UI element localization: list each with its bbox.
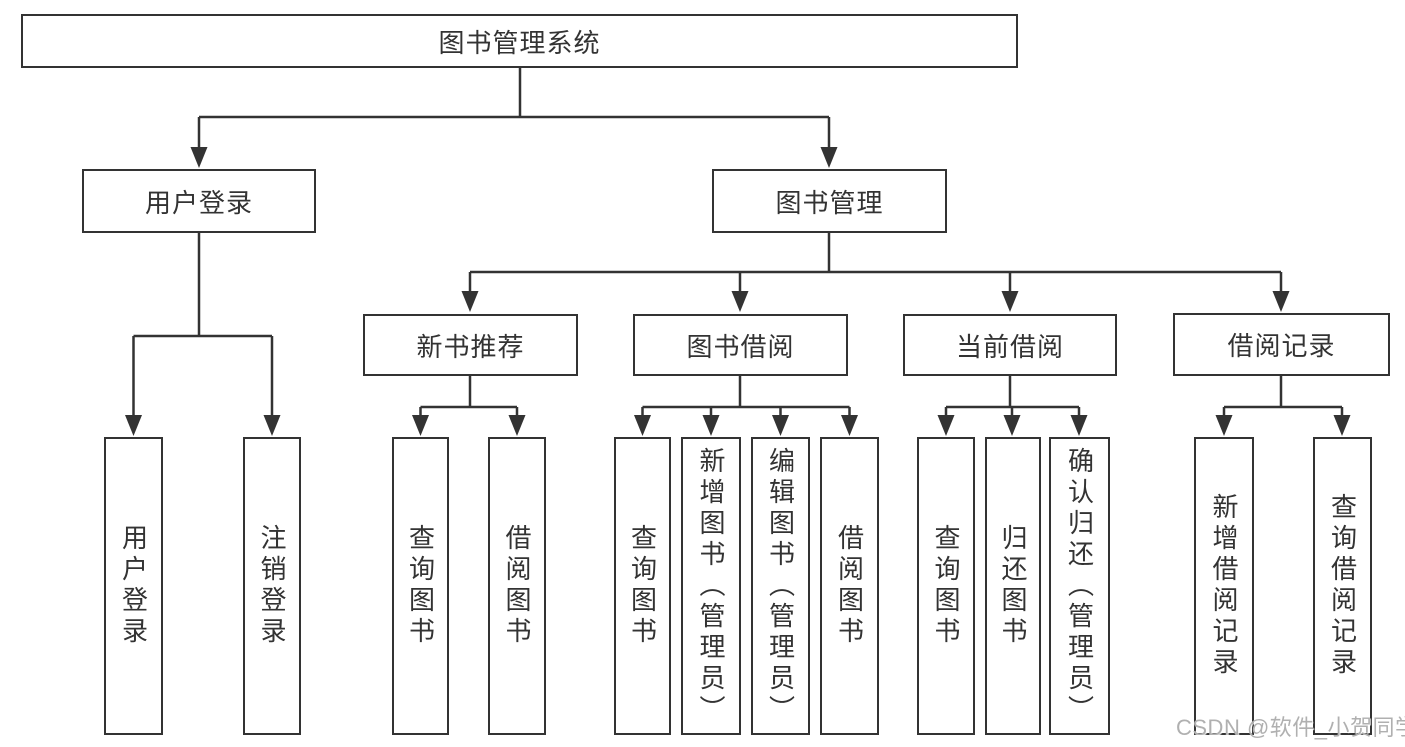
leaf-add-book-admin: 新增图书（管理员）: [681, 437, 741, 735]
leaf-logout: 注销登录: [243, 437, 301, 735]
connector-root-to-level2: [190, 66, 838, 168]
leaf-query-borrow-record: 查询借阅记录: [1313, 437, 1372, 735]
connector-user-login-children: [125, 233, 281, 436]
leaf-add-borrow-record: 新增借阅记录: [1194, 437, 1254, 735]
leaf-user-login: 用户登录: [104, 437, 163, 735]
node-current-borrow: 当前借阅: [903, 314, 1117, 376]
node-borrow-records: 借阅记录: [1173, 313, 1390, 376]
connector-book-borrow-children: [634, 376, 858, 436]
node-book-borrow: 图书借阅: [633, 314, 848, 376]
leaf-query-books-borrow: 查询图书: [614, 437, 671, 735]
leaf-return-book: 归还图书: [985, 437, 1041, 735]
leaf-query-books-recommend: 查询图书: [392, 437, 449, 735]
node-library-management-system: 图书管理系统: [21, 14, 1018, 68]
connector-current-borrow-children: [937, 376, 1088, 436]
connector-book-management-to-level3: [461, 233, 1290, 312]
connector-borrow-records-children: [1215, 376, 1351, 436]
leaf-borrow-books: 借阅图书: [820, 437, 879, 735]
leaf-query-books-current: 查询图书: [917, 437, 975, 735]
node-user-login: 用户登录: [82, 169, 316, 233]
leaf-borrow-books-recommend: 借阅图书: [488, 437, 546, 735]
node-book-management: 图书管理: [712, 169, 947, 233]
connector-new-book-recommend-children: [412, 376, 526, 436]
leaf-confirm-return-admin: 确认归还（管理员）: [1049, 437, 1110, 735]
node-new-book-recommend: 新书推荐: [363, 314, 578, 376]
watermark: CSDN @软件_小贺同学: [1176, 715, 1405, 740]
leaf-edit-book-admin: 编辑图书（管理员）: [751, 437, 810, 735]
